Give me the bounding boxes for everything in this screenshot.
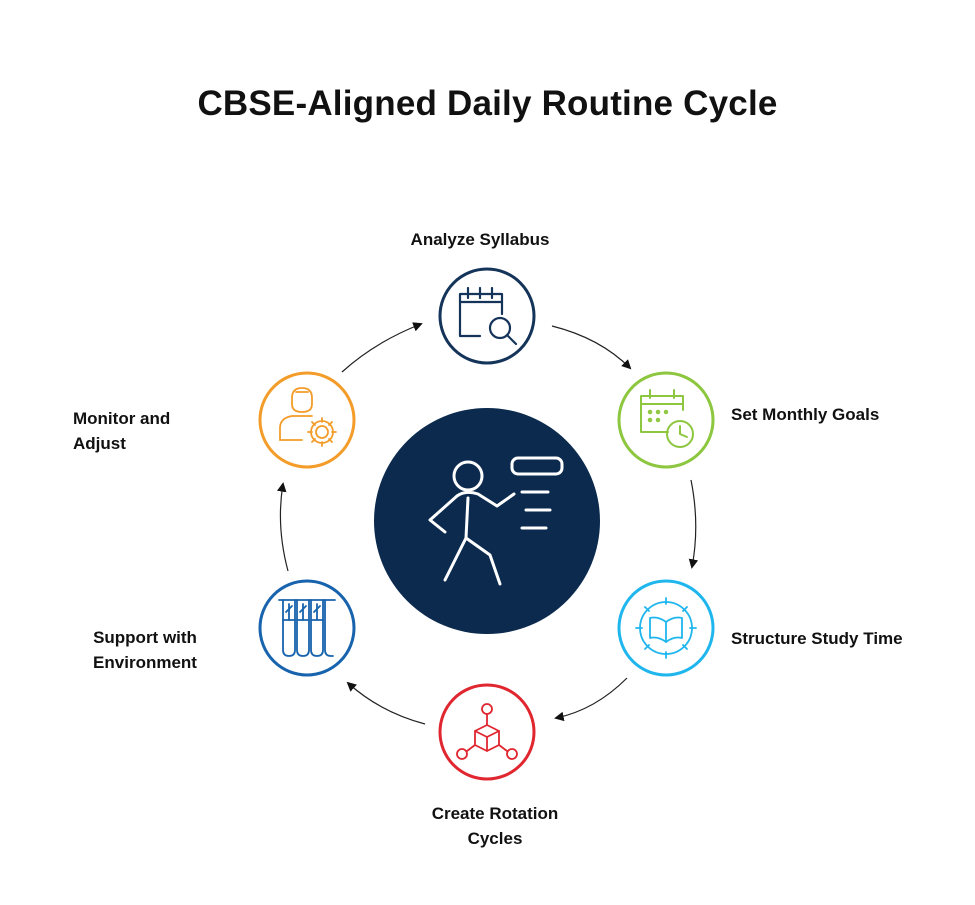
step-label-support: Support with Environment (93, 628, 197, 672)
step-support (258, 579, 356, 677)
person-with-board-icon (428, 456, 564, 586)
person-gear-icon (279, 387, 337, 447)
step-monitor (258, 371, 356, 469)
arrow-analyze-to-monthly (551, 325, 632, 370)
step-structure (617, 579, 715, 677)
arrow-monthly-to-structure (688, 479, 699, 569)
cube-network-icon (456, 703, 518, 760)
book-timer-icon (635, 597, 697, 659)
calendar-clock-icon (640, 389, 694, 448)
step-label-structure: Structure Study Time (731, 629, 903, 648)
step-analyze (438, 267, 536, 365)
step-monthly (617, 371, 715, 469)
step-label-monthly: Set Monthly Goals (731, 405, 880, 424)
arrow-rotation-to-support (346, 681, 426, 725)
step-rotation (438, 683, 536, 781)
test-tubes-icon (278, 599, 336, 657)
page-title: CBSE-Aligned Daily Routine Cycle (197, 84, 778, 123)
calendar-search-icon (458, 286, 518, 346)
cycle-arrows (277, 322, 699, 725)
step-label-analyze: Analyze Syllabus (410, 230, 550, 249)
arrow-monitor-to-analyze (341, 322, 423, 373)
step-label-monitor: Monitor and Adjust (73, 409, 171, 453)
center-node (374, 408, 600, 634)
step-label-rotation: Create Rotation Cycles (431, 804, 559, 848)
arrow-support-to-monitor (277, 482, 289, 572)
arrow-structure-to-rotation (554, 677, 628, 722)
